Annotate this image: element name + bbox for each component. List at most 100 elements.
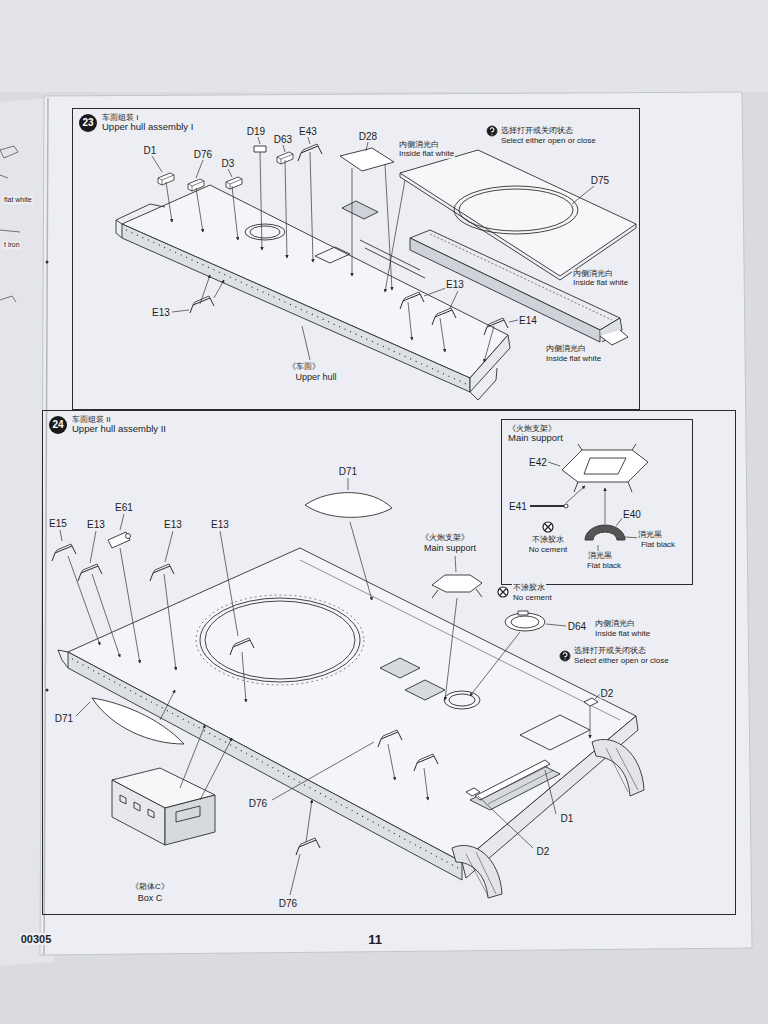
line-art — [205, 601, 355, 679]
line-art — [296, 838, 320, 855]
line-art — [254, 146, 266, 152]
paint-note-anchor: 消光黑 — [637, 531, 663, 540]
panel-title: 车面组装 II — [72, 415, 166, 424]
paint-note-anchor: 内侧消光白 — [594, 620, 636, 629]
line-art — [165, 795, 215, 845]
line-art — [285, 160, 287, 258]
part-number-anchor: E13 — [445, 279, 465, 290]
page-code: 00305 — [20, 933, 53, 945]
part-number: E13 — [151, 307, 171, 318]
panel-title: Upper hull assembly II — [72, 424, 166, 435]
part-number: E61 — [114, 502, 134, 513]
line-art — [46, 689, 49, 692]
panel-heading: 24车面组装 IIUpper hull assembly II — [49, 415, 166, 435]
line-art — [470, 368, 497, 400]
page-code-anchor: 00305 — [20, 933, 53, 945]
option-note: Select either open or close — [500, 137, 597, 146]
line-art — [250, 226, 280, 238]
cement-note-anchor: 不涂胶水 — [512, 584, 546, 593]
line-art — [452, 845, 502, 898]
line-art — [126, 534, 131, 539]
line-art — [342, 201, 378, 219]
cement-note: 不涂胶水 — [531, 536, 565, 545]
part-number-anchor: E42 — [528, 457, 548, 468]
part-number-anchor: D3 — [221, 158, 236, 169]
line-art — [350, 522, 372, 600]
page-fragment-anchor: t iron — [3, 241, 21, 249]
line-art — [232, 186, 238, 240]
paint-note: 内侧消光白 — [572, 270, 614, 279]
paint-note: 消光黑 — [587, 552, 613, 561]
line-art — [440, 318, 445, 352]
part-number-anchor: D28 — [358, 131, 378, 142]
panel-title: Main support — [508, 433, 563, 444]
line-art — [152, 137, 594, 360]
line-art — [480, 766, 554, 804]
line-art — [242, 652, 246, 702]
line-art — [68, 652, 462, 880]
line-art — [78, 564, 102, 581]
line-art — [0, 0, 768, 92]
paint-note: 内侧消光白 — [594, 620, 636, 629]
line-art — [484, 318, 508, 335]
line-art — [306, 800, 312, 842]
paint-note: 内侧消光白 — [545, 345, 587, 354]
cement-note: No cement — [528, 546, 569, 555]
panel-title: Upper hull assembly I — [102, 122, 193, 133]
paint-note: Flat black — [640, 541, 676, 550]
line-art — [585, 525, 625, 540]
line-art — [584, 698, 598, 706]
line-art — [305, 493, 392, 518]
part-number: E13 — [86, 519, 106, 530]
part-number: D19 — [246, 126, 266, 137]
part-number: D28 — [358, 131, 378, 142]
paint-note-anchor: Flat black — [586, 562, 622, 571]
line-art — [378, 730, 402, 747]
line-art — [584, 458, 626, 474]
line-art — [408, 302, 412, 340]
line-art — [400, 292, 424, 309]
line-art — [574, 444, 636, 492]
assembly-name: Main support — [423, 544, 477, 554]
part-number-anchor: D71 — [54, 713, 74, 724]
line-art — [470, 764, 560, 810]
line-art — [52, 544, 76, 561]
option-note-anchor: 选择打开或关闭状态 — [500, 127, 574, 136]
line-art — [340, 148, 394, 171]
part-number-anchor: D1 — [143, 145, 158, 156]
line-art — [116, 204, 165, 238]
line-art — [605, 488, 606, 524]
line-art — [300, 560, 620, 720]
part-number-anchor: E61 — [114, 502, 134, 513]
part-number: D2 — [600, 688, 615, 699]
part-number-anchor: D1 — [560, 813, 575, 824]
line-art — [92, 698, 184, 744]
part-number-anchor: D76 — [278, 898, 298, 909]
paint-note-anchor: Flat black — [640, 541, 676, 550]
part-number: D76 — [248, 798, 268, 809]
part-number: E15 — [48, 518, 68, 529]
line-art — [196, 595, 364, 685]
part-number: E13 — [163, 519, 183, 530]
assembly-name-anchor: 《火炮支架》 — [420, 534, 470, 543]
part-number: D71 — [54, 713, 74, 724]
line-art — [424, 768, 428, 800]
line-art — [432, 308, 456, 325]
part-number: D1 — [143, 145, 158, 156]
line-art — [160, 690, 175, 720]
line-art — [505, 613, 545, 631]
part-number: D76 — [278, 898, 298, 909]
part-number-anchor: D63 — [273, 134, 293, 145]
page-fragment: flat white — [3, 196, 33, 204]
panel-title: 《火炮支架》 — [508, 424, 563, 433]
line-art — [310, 152, 313, 262]
assembly-name-anchor: Box C — [137, 894, 164, 904]
line-art — [459, 189, 573, 231]
part-number-anchor: D19 — [246, 126, 266, 137]
part-number: D63 — [273, 134, 293, 145]
line-art — [122, 185, 508, 378]
line-art — [560, 651, 570, 661]
part-number-anchor: D76 — [193, 149, 213, 160]
line-art — [405, 680, 445, 700]
